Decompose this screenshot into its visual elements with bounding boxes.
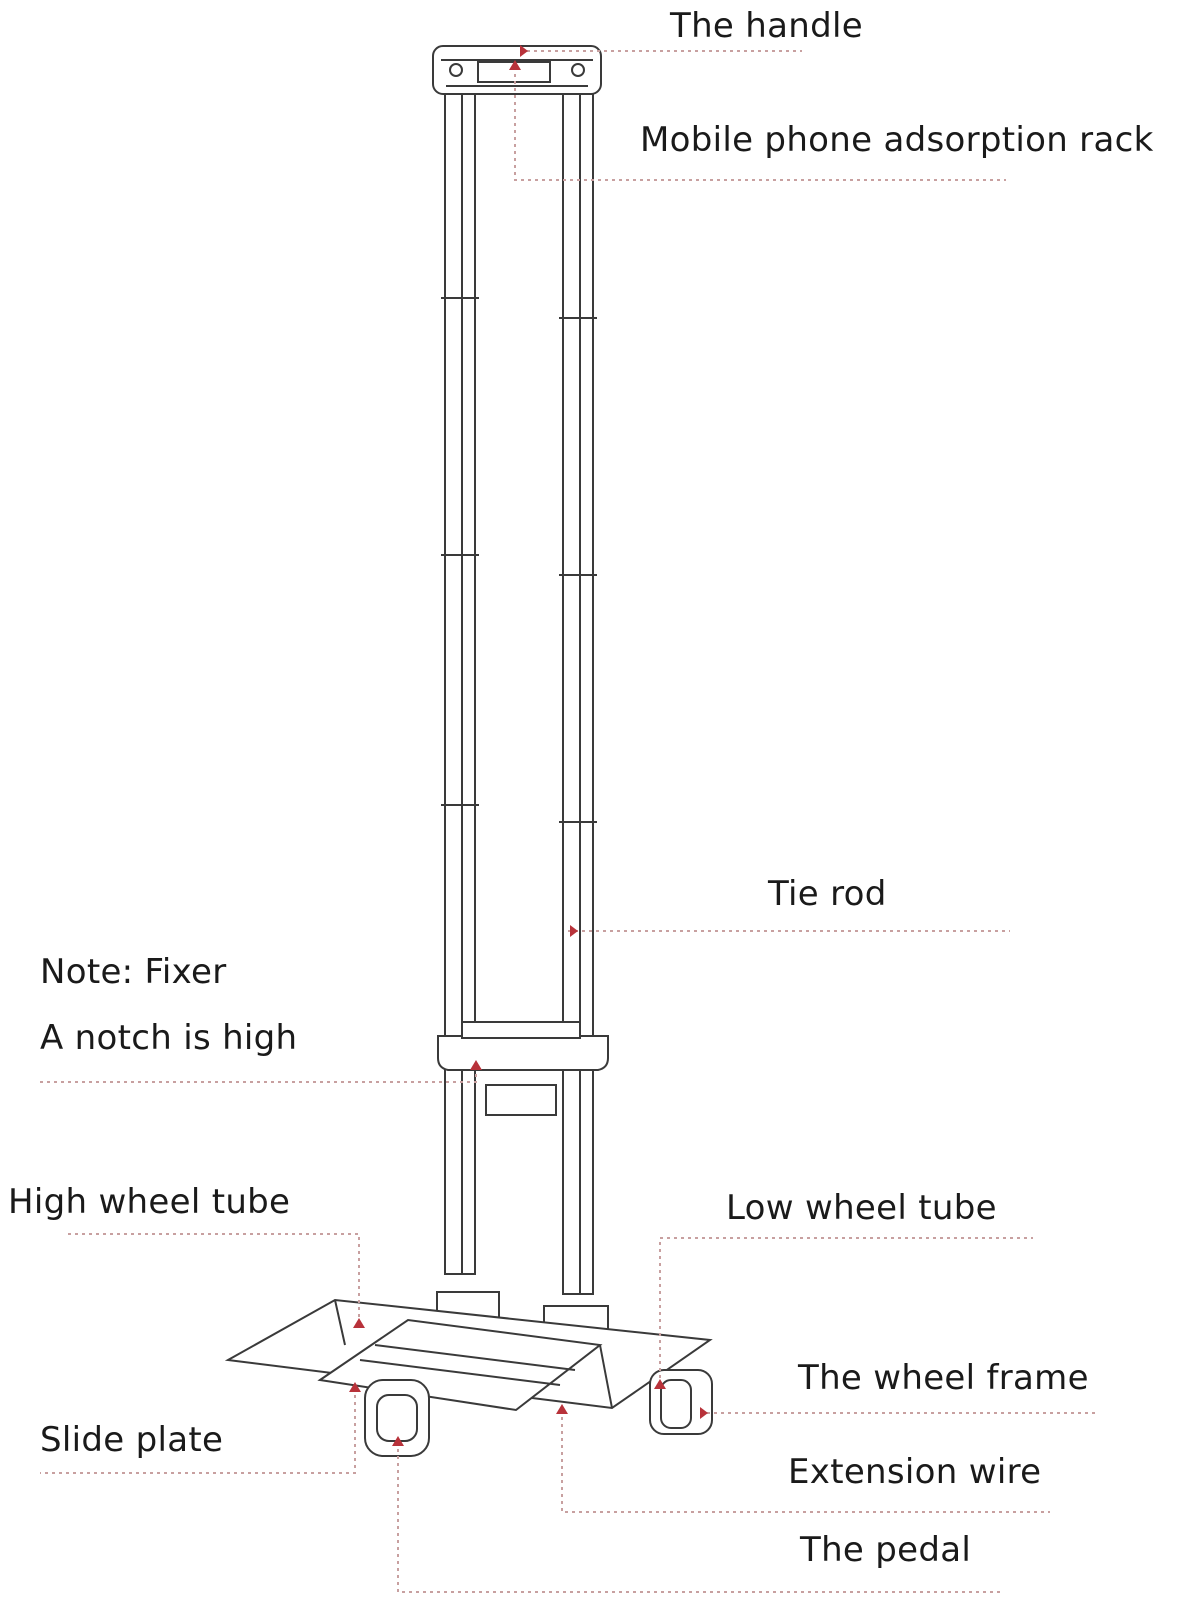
label-slide-plate: Slide plate: [40, 1420, 224, 1460]
label-pedal: The pedal: [800, 1530, 972, 1570]
label-extension-wire: Extension wire: [788, 1452, 1042, 1492]
wheels: [364, 1369, 713, 1457]
label-handle: The handle: [670, 6, 863, 46]
telescoping-rods: [441, 93, 597, 1295]
fixer-bracket: [437, 1021, 609, 1116]
label-notch-high: A notch is high: [40, 1018, 298, 1058]
label-phone-rack: Mobile phone adsorption rack: [640, 120, 1154, 160]
label-tie-rod: Tie rod: [768, 874, 887, 914]
label-high-wheel-tube: High wheel tube: [8, 1182, 291, 1222]
base-platform: [224, 1291, 713, 1412]
label-wheel-frame: The wheel frame: [798, 1358, 1089, 1398]
label-note-fixer: Note: Fixer: [40, 952, 227, 992]
label-low-wheel-tube: Low wheel tube: [726, 1188, 997, 1228]
leader-lines: [40, 50, 1098, 1593]
callout-arrows: [349, 45, 708, 1446]
